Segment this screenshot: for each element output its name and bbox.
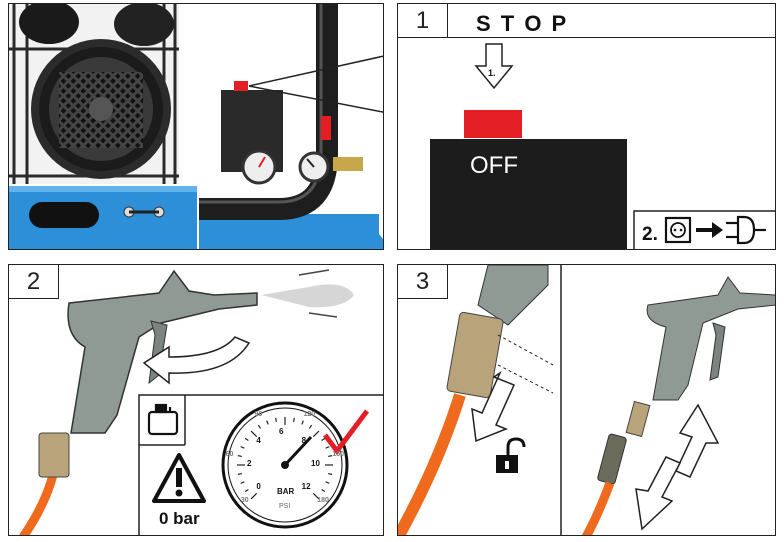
gauge-tick	[312, 430, 320, 438]
compressor-illustration-panel	[8, 3, 384, 250]
stop-title-bar	[448, 4, 775, 38]
gauge-tick	[257, 424, 262, 429]
stop-panel: 1 S T O P 1. OFF 2.	[397, 3, 776, 250]
gauge-tick	[292, 417, 295, 422]
gauge-unit-psi: PSI	[279, 503, 291, 510]
gauge-tick	[266, 420, 269, 425]
gauge-tick	[301, 420, 304, 425]
gauge-psi-tick-label: 180	[317, 497, 329, 505]
curved-arrow-icon	[142, 336, 251, 385]
pressure-switch-housing	[430, 139, 627, 249]
step-number-3: 3	[398, 265, 448, 299]
step-1-label: 1.	[488, 68, 496, 78]
arrow-right-icon	[696, 222, 723, 238]
pull-down-arrow-icon	[471, 370, 516, 443]
unplug-icon	[726, 215, 766, 245]
gauge-bar-tick-label: 10	[311, 459, 320, 468]
gauge-tick	[244, 437, 249, 442]
socket-icon	[664, 216, 692, 244]
blow-gun-illustration	[19, 269, 383, 535]
gauge-tick	[312, 492, 320, 500]
press-down-arrow-icon	[474, 43, 514, 90]
gauge-tick	[308, 424, 313, 429]
gauge-bar-tick-label: 4	[256, 436, 261, 446]
gauge-bar-tick-label: 2	[247, 459, 252, 468]
gauge-tick	[275, 417, 278, 422]
stop-title: S T O P	[476, 11, 569, 36]
check-mark-icon	[323, 409, 369, 456]
gauge-psi-tick-label: 150	[332, 450, 345, 458]
switch-off-illustration	[430, 43, 775, 249]
gauge-needle	[283, 435, 313, 467]
zero-bar-label: 0 bar	[159, 509, 200, 528]
gauge-psi-tick-label: 90	[254, 410, 263, 418]
gauge-bar-tick-label: 8	[301, 436, 307, 446]
gauge-tick	[237, 455, 242, 458]
gauge-tick	[328, 472, 333, 475]
stop-button-red	[464, 110, 522, 138]
step-number-2: 2	[9, 265, 59, 299]
disconnect-panel: 3	[397, 264, 776, 536]
gauge-psi-tick-label: 120	[303, 410, 316, 418]
gauge-tick	[250, 492, 258, 500]
gauge-unit-bar: BAR	[277, 487, 295, 496]
gauge-tick	[244, 488, 249, 493]
off-label: OFF	[470, 152, 518, 179]
gauge-tick	[250, 430, 258, 438]
gauge-tick	[240, 446, 245, 449]
disconnect-illustration	[398, 265, 775, 535]
gauge-tick	[328, 455, 333, 458]
step-2-label: 2.	[642, 224, 658, 245]
gauge-psi-tick-label: 30	[240, 497, 249, 505]
gauge-tick	[321, 437, 326, 442]
step-number-1: 1	[398, 4, 448, 38]
unlock-icon	[496, 437, 526, 473]
gauge-bar-tick-label: 6	[279, 427, 284, 436]
up-arrow-icon	[674, 403, 720, 478]
gauge-tick	[237, 472, 242, 475]
gauge-psi-tick-label: 60	[225, 450, 234, 458]
gauge-bar-tick-label: 0	[256, 481, 261, 491]
warning-icon	[152, 453, 206, 503]
gauge-tick	[240, 481, 245, 484]
gauge-bar-tick-label: 12	[301, 481, 311, 491]
gauge-tick	[321, 488, 326, 493]
gauge-tick	[325, 481, 330, 484]
compressor-icon	[147, 403, 179, 436]
blow-gun-panel: 2 0 bar BAR PSI 0 2 4 6 8 10 12 30 60 90 120 150 18…	[8, 264, 384, 536]
gauge-tick	[325, 446, 330, 449]
compressor-illustration	[9, 4, 383, 249]
down-arrow-icon	[635, 456, 682, 531]
